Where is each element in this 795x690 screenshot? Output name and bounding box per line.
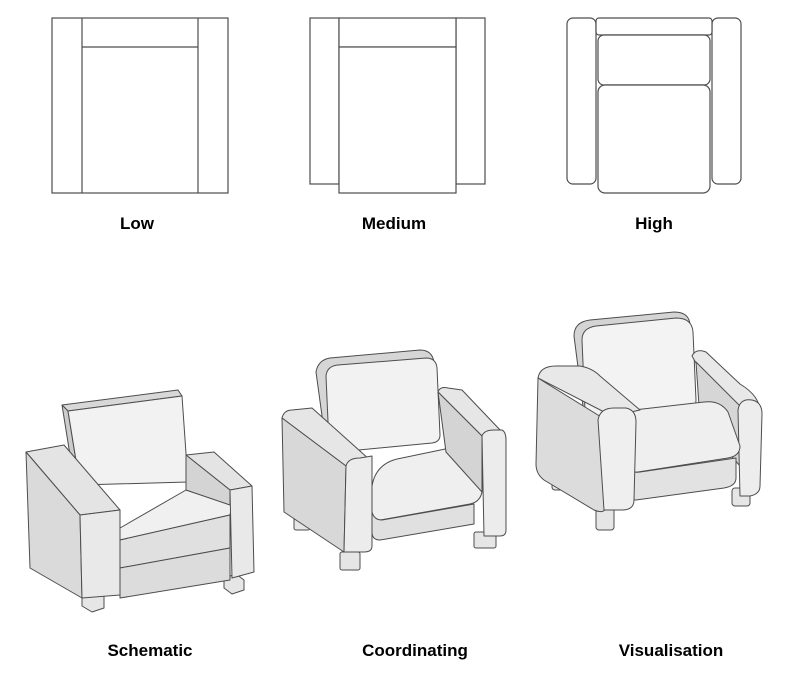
caption-schematic: Schematic [107, 641, 193, 660]
plan-view-high [566, 17, 742, 194]
caption-medium: Medium [361, 214, 427, 233]
caption-low: Low [120, 214, 154, 233]
coordinating-foot-front-left [339, 551, 361, 571]
plan-medium-left-arm [309, 17, 340, 185]
visualisation-left-arm-top [537, 365, 641, 417]
plan-high-right-arm [711, 17, 742, 185]
plan-high-seat-cushion [597, 84, 711, 194]
plan-high-back-cushion [597, 34, 711, 86]
armchair-schematic [25, 389, 255, 613]
schematic-right-arm-front [229, 485, 255, 579]
coordinating-left-arm-front [343, 455, 373, 553]
plan-high-left-arm [566, 17, 597, 185]
coordinating-right-arm-top [437, 387, 503, 437]
schematic-left-arm-front [79, 509, 121, 599]
caption-visualisation: Visualisation [618, 641, 724, 660]
coordinating-left-arm-top [281, 407, 371, 467]
plan-medium-backrest [338, 17, 457, 48]
plan-medium-right-arm [455, 17, 486, 185]
plan-view-low [51, 17, 229, 194]
plan-low-outline [51, 17, 229, 194]
armchair-visualisation [535, 311, 763, 531]
armchair-coordinating [281, 349, 507, 571]
visualisation-left-arm-front [597, 407, 637, 511]
visualisation-right-arm-front [737, 399, 763, 497]
coordinating-seat-front [371, 503, 475, 541]
schematic-base-front [119, 547, 231, 599]
coordinating-right-arm-inner [437, 391, 483, 493]
plan-view-medium [309, 17, 486, 194]
coordinating-right-arm-front [481, 429, 507, 537]
plan-high-back-frame [595, 17, 713, 36]
caption-coordinating: Coordinating [362, 641, 468, 660]
caption-high: High [635, 214, 673, 233]
plan-medium-seat [338, 46, 457, 194]
